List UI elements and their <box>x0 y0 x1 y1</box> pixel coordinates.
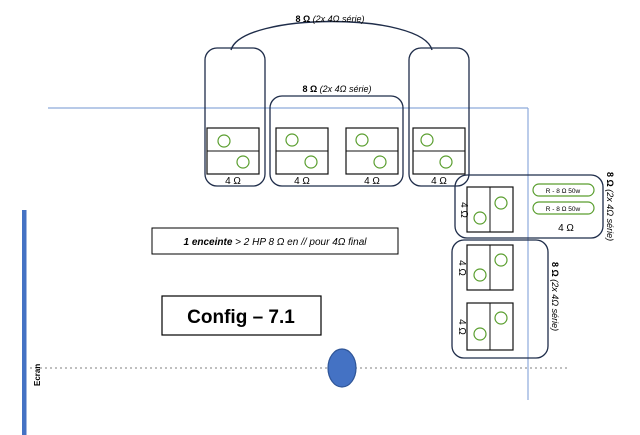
driver-circle <box>473 327 487 341</box>
front-speaker-3-impedance: 4 Ω <box>364 176 380 187</box>
config-title: Config – 7.1 <box>187 307 295 328</box>
resistor-total-impedance: 4 Ω <box>558 223 574 234</box>
driver-circle <box>304 155 318 169</box>
driver-circle <box>473 268 487 282</box>
front-left-group-outline <box>204 47 266 187</box>
driver-circle <box>355 133 369 147</box>
driver-circle <box>494 311 508 325</box>
resistor-2 <box>532 201 595 215</box>
front-center-group-outline <box>269 95 404 187</box>
listener-position-ellipse <box>327 348 357 388</box>
rear-right-group-outline <box>451 239 549 359</box>
top-arc-label: 8 Ω (2x 4Ω série) <box>295 14 364 24</box>
front-speaker-4-impedance: 4 Ω <box>431 176 447 187</box>
side-right-group-label: 8 Ω (2x 4Ω série) <box>605 172 615 241</box>
front-speaker-1-impedance: 4 Ω <box>225 176 241 187</box>
driver-circle <box>439 155 453 169</box>
note-text: 1 enceinte > 2 HP 8 Ω en // pour 4Ω fina… <box>183 237 367 248</box>
front-speaker-3 <box>345 127 399 175</box>
resistor-1 <box>532 183 595 197</box>
side-right-speaker <box>466 186 514 233</box>
front-right-group-outline <box>408 47 470 187</box>
config-title-box <box>161 295 322 336</box>
side-right-group-outline <box>454 174 604 239</box>
driver-circle <box>373 155 387 169</box>
note-box <box>151 227 399 255</box>
driver-circle <box>473 211 487 225</box>
rear-right-speaker-2-impedance: 4 Ω <box>456 319 467 335</box>
rear-right-speaker-2 <box>466 302 514 351</box>
front-speaker-2 <box>275 127 329 175</box>
driver-circle <box>217 134 231 148</box>
driver-circle <box>285 133 299 147</box>
rear-right-group-label: 8 Ω (2x 4Ω série) <box>550 262 560 331</box>
driver-circle <box>494 196 508 210</box>
front-speaker-4 <box>412 127 466 175</box>
driver-circle <box>494 253 508 267</box>
screen-label: Ecran <box>33 364 42 386</box>
resistor-1-label: R - 8 Ω 50w <box>546 188 581 195</box>
rear-right-speaker-1 <box>466 244 514 291</box>
resistor-2-label: R - 8 Ω 50w <box>546 206 581 213</box>
driver-circle <box>420 133 434 147</box>
front-speaker-1 <box>206 127 260 175</box>
screen-bar <box>22 210 27 435</box>
side-right-speaker-impedance: 4 Ω <box>458 202 469 218</box>
rear-right-speaker-1-impedance: 4 Ω <box>456 260 467 276</box>
series-link-arc <box>230 20 433 51</box>
driver-circle <box>236 155 250 169</box>
front-speaker-2-impedance: 4 Ω <box>294 176 310 187</box>
front-center-group-label: 8 Ω (2x 4Ω série) <box>302 84 371 94</box>
